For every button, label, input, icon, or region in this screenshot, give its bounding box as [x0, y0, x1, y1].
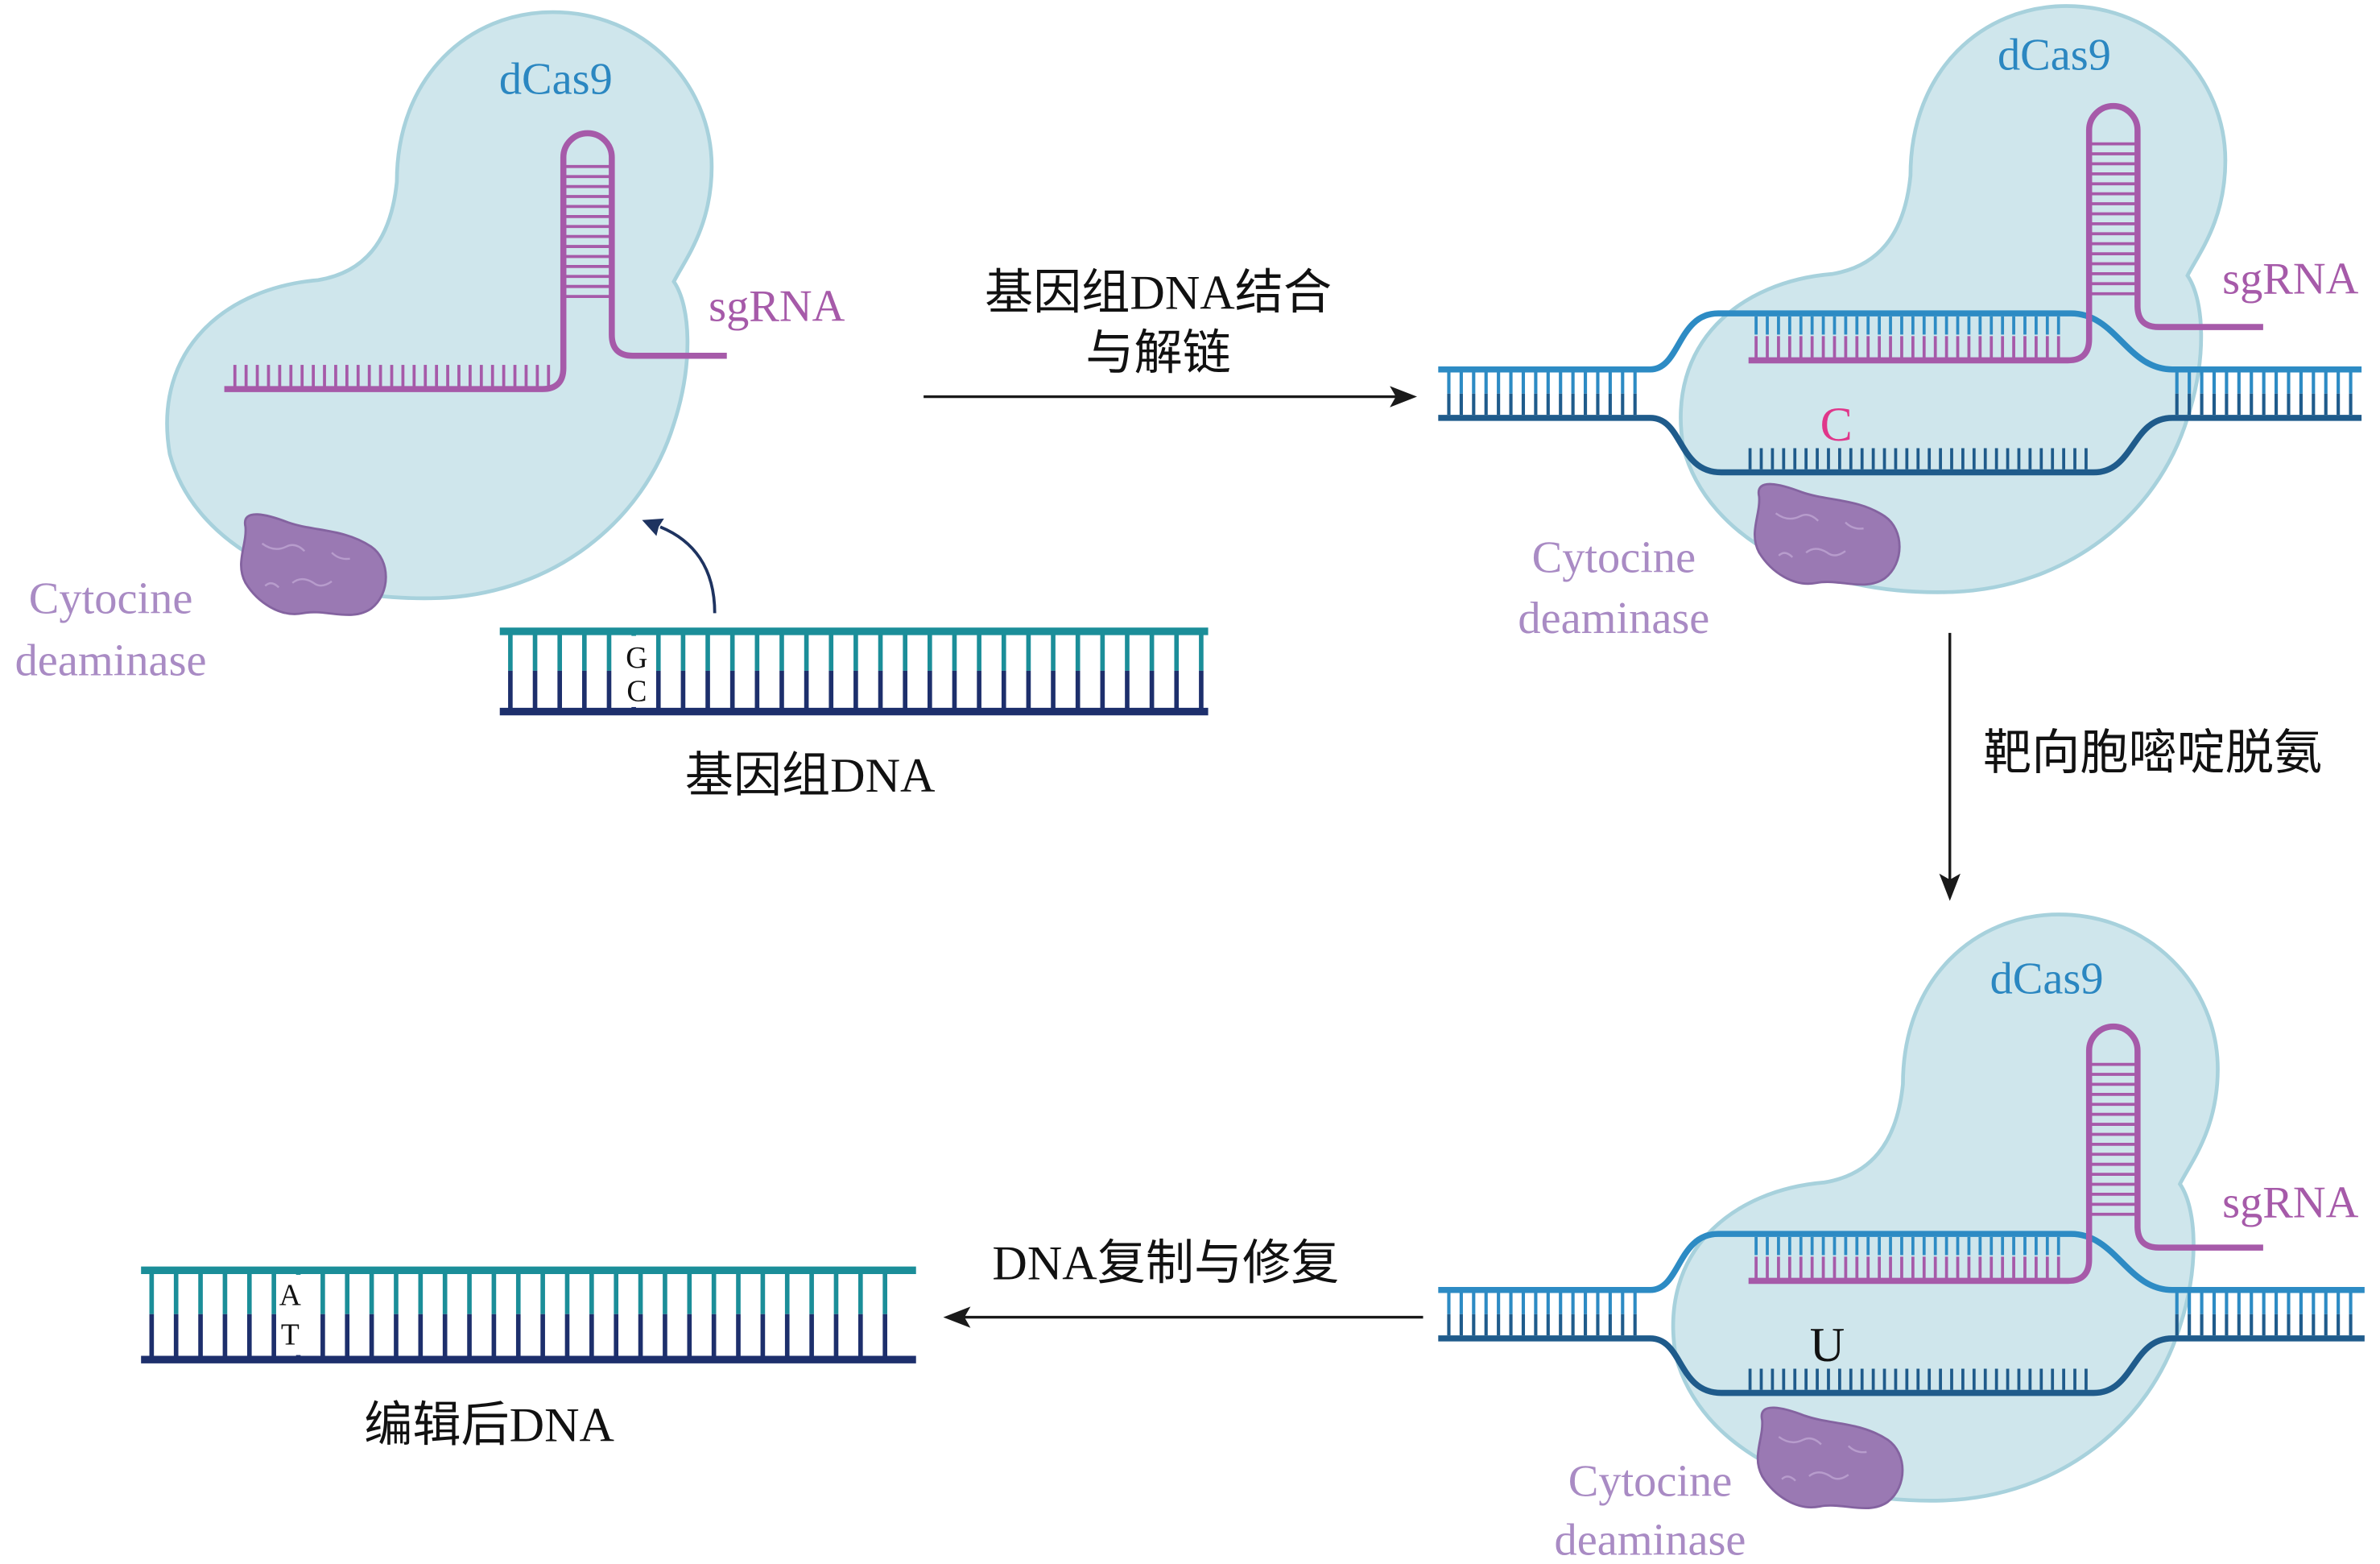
step-arrow-deamination: 靶向胞嘧啶脱氨 [1939, 632, 2322, 901]
sgrna-backbone [224, 130, 727, 392]
sgrna-spacer-bases [1754, 336, 2060, 361]
dna-bottom-strand [1438, 415, 2362, 476]
cytosine-deaminase-enzyme [1754, 482, 1901, 586]
dna-top-strand-open-bases [1754, 316, 2060, 335]
edited-base-top: A [279, 1280, 301, 1313]
dna-top-strand-open-bases [1754, 1236, 2060, 1256]
sgrna-backbone [1748, 102, 2263, 364]
sgrna-strand [1748, 1023, 2263, 1285]
enzyme-body [240, 513, 387, 616]
dcas9-label: dCas9 [1998, 30, 2111, 80]
enzyme-texture [1778, 1436, 1867, 1482]
target-dna [1438, 1023, 2365, 1396]
dna-rungs-left-bottom [1447, 393, 1637, 416]
enzyme-texture [1775, 512, 1864, 558]
curved-arrow-head [642, 518, 664, 536]
sgrna-hairpin-bases [2089, 142, 2138, 296]
cytosine-deaminase-enzyme [240, 513, 387, 616]
genomic-dna-rungs-top [508, 634, 1204, 671]
repair-arrow-head [943, 1306, 971, 1328]
curved-arrow-shaft [659, 525, 717, 614]
dcas9-protein [165, 10, 714, 601]
dna-rungs-right-top [2175, 1293, 2353, 1314]
sgrna-hairpin-bases [2089, 1062, 2138, 1216]
dna-rungs-left-top [1447, 1293, 1637, 1314]
genomic-dna-label: 基因组DNA [685, 749, 936, 803]
sgrna-label: sgRNA [2222, 254, 2358, 304]
dna-bottom-strand [1438, 1335, 2365, 1396]
enzyme-body [1754, 482, 1901, 586]
genomic-dna: G C 基因组DNA [499, 627, 1209, 803]
sgrna-spacer-bases [1754, 1256, 2060, 1281]
edited-base-pair-box [277, 1274, 304, 1355]
sgrna-backbone [1748, 1023, 2263, 1285]
dna-rungs-right-bottom [2175, 393, 2353, 416]
step-arrow-binding: 基因组DNA结合 与解链 [923, 267, 1417, 408]
binding-step-label-line1: 基因组DNA结合 [985, 267, 1332, 321]
dcas9-label: dCas9 [499, 55, 613, 105]
cytosine-deaminase-enzyme [1756, 1406, 1904, 1510]
enzyme-texture [261, 542, 350, 589]
enzyme-label-line1: Cytocine [1568, 1456, 1733, 1506]
sgrna-label: sgRNA [709, 282, 845, 332]
dna-rungs-left-top [1447, 372, 1637, 394]
enzyme-label-line2: deaminase [15, 635, 207, 685]
edited-dna: A T 编辑后DNA [141, 1266, 916, 1453]
dna-bottom-strand-open-bases [1748, 1368, 2088, 1390]
deamination-arrow-head [1939, 873, 1961, 901]
dna-rungs-right-top [2175, 372, 2353, 394]
enzyme-body [1756, 1406, 1904, 1510]
sgrna-spacer-bases [233, 365, 551, 390]
panel-bound-complex: C dCas9 sgRNA Cytocine deaminase [1438, 4, 2362, 643]
sgrna-hairpin-bases [563, 164, 612, 298]
target-base-top: G [626, 642, 647, 675]
binding-arrow-head [1390, 386, 1417, 408]
dna-top-strand [1438, 1231, 2365, 1293]
uracil-label: U [1810, 1318, 1845, 1372]
sgrna-strand [1748, 102, 2263, 364]
target-cytosine-label: C [1820, 398, 1853, 452]
edited-dna-label: 编辑后DNA [364, 1399, 614, 1453]
repair-step-label: DNA复制与修复 [992, 1237, 1339, 1291]
deamination-step-label: 靶向胞嘧啶脱氨 [1983, 726, 2322, 780]
genomic-dna-rungs-bottom [508, 670, 1204, 709]
panel-deaminated-complex: U dCas9 sgRNA Cytocine deaminase [1438, 912, 2365, 1564]
target-base-bottom: C [626, 675, 647, 708]
enzyme-label-line2: deaminase [1555, 1516, 1746, 1564]
dna-top-strand [1438, 310, 2362, 373]
panel-initial-complex: dCas9 sgRNA Cytocine deaminase [15, 10, 845, 685]
binding-step-label-line2: 与解链 [1085, 327, 1230, 381]
curved-arrow-dna-to-complex [642, 518, 717, 614]
dna-rungs-left-bottom [1447, 1314, 1637, 1336]
edited-base-bottom: T [281, 1318, 300, 1351]
step-arrow-repair: DNA复制与修复 [943, 1237, 1423, 1328]
enzyme-label-line2: deaminase [1518, 594, 1709, 643]
dna-bottom-strand-open-bases [1748, 448, 2088, 470]
sgrna-label: sgRNA [2222, 1177, 2358, 1227]
dna-rungs-right-bottom [2175, 1314, 2353, 1336]
edited-dna-rungs-bottom [149, 1314, 888, 1357]
dcas9-label: dCas9 [1990, 954, 2104, 1003]
dcas9-protein [1671, 912, 2220, 1503]
target-base-pair-box [623, 635, 650, 707]
target-dna [1438, 310, 2362, 476]
edited-dna-rungs-top [149, 1273, 888, 1314]
enzyme-label-line1: Cytocine [1532, 533, 1696, 583]
sgrna-strand [224, 130, 727, 392]
enzyme-label-line1: Cytocine [29, 573, 193, 623]
